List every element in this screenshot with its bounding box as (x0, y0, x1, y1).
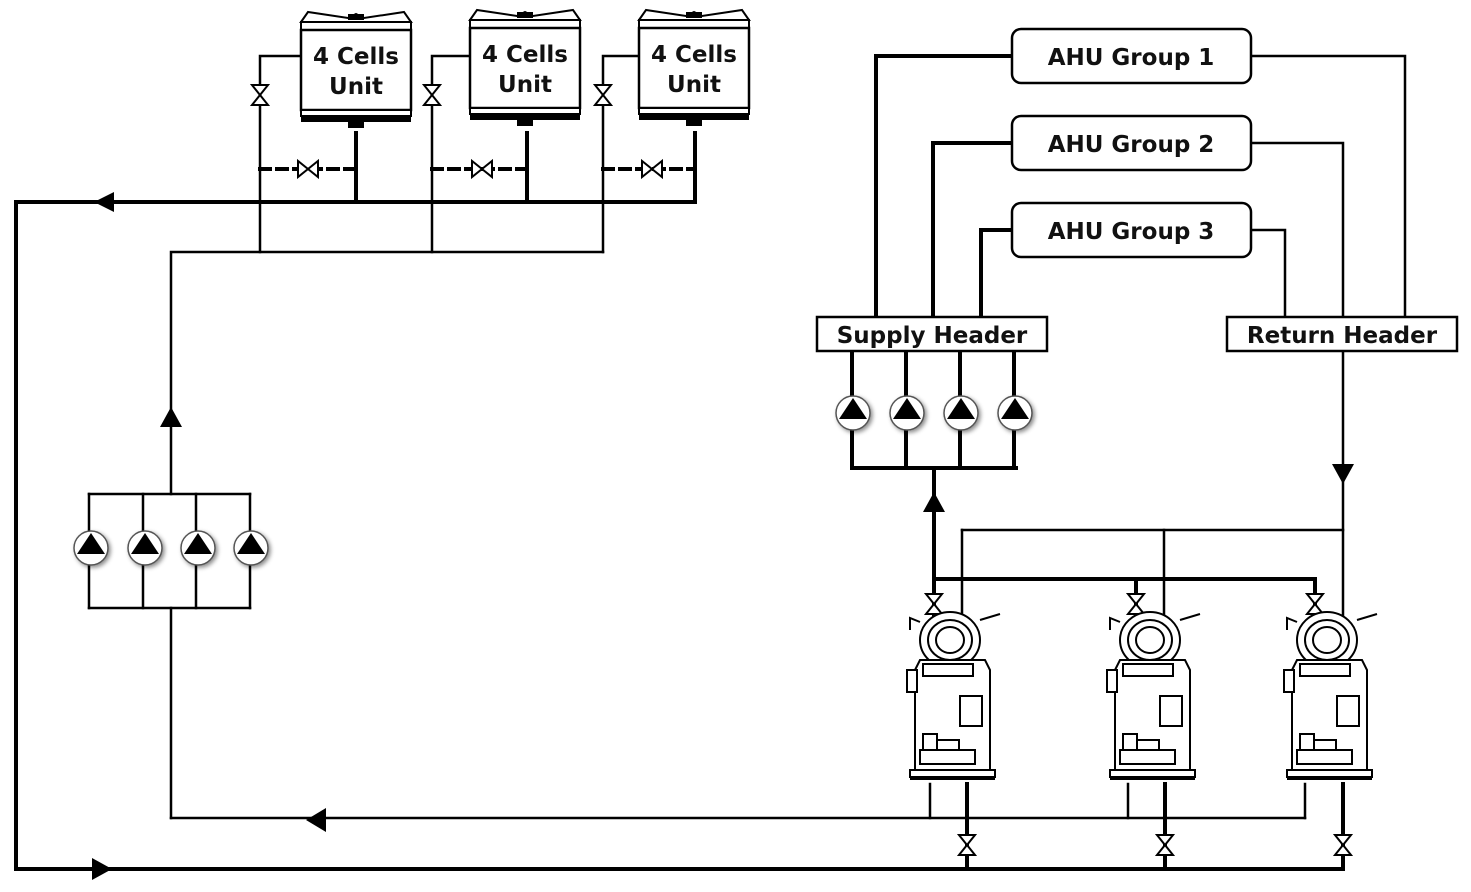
flow-arrow-up-icon (160, 407, 182, 427)
flow-arrow-left-icon (94, 192, 114, 212)
tower-3-label-line1: 4 Cells (651, 42, 737, 68)
supply-header-label: Supply Header (837, 323, 1028, 349)
ahu-group-2: AHU Group 2 (1010, 114, 1253, 172)
pump-icon (836, 396, 870, 430)
cooling-tower-3: 4 Cells Unit (637, 8, 751, 128)
ahu-group-1: AHU Group 1 (1010, 27, 1253, 85)
ahu-group-1-label: AHU Group 1 (1048, 45, 1215, 71)
chiller-icon (906, 611, 1001, 781)
valve-icon (423, 84, 441, 106)
valve-icon (958, 834, 976, 856)
cooling-tower-2: 4 Cells Unit (468, 8, 582, 128)
valve-icon (594, 84, 612, 106)
pump-icon (890, 396, 924, 430)
valve-icon (925, 593, 943, 615)
valve-icon (251, 84, 269, 106)
chiller-icon (1106, 611, 1201, 781)
cooling-tower-1: 4 Cells Unit (299, 10, 413, 130)
ahu-group-3-label: AHU Group 3 (1048, 219, 1215, 245)
valve-icon (471, 160, 493, 178)
tower-1-label-line1: 4 Cells (313, 44, 399, 70)
ahu-group-3: AHU Group 3 (1010, 201, 1253, 259)
flow-arrow-up-icon (923, 492, 945, 512)
valve-icon (1334, 834, 1352, 856)
supply-header: Supply Header (815, 315, 1049, 353)
valve-icon (1127, 593, 1145, 615)
pump-icon (944, 396, 978, 430)
valve-icon (1306, 593, 1324, 615)
valve-icon (1156, 834, 1174, 856)
chiller-icon (1283, 611, 1378, 781)
tower-2-label-line2: Unit (498, 72, 552, 98)
tower-2-label-line1: 4 Cells (482, 42, 568, 68)
pump-icon (181, 531, 215, 565)
pump-icon (998, 396, 1032, 430)
tower-3-label-line2: Unit (667, 72, 721, 98)
return-header-label: Return Header (1247, 323, 1438, 349)
return-header: Return Header (1225, 315, 1459, 353)
flow-arrow-down-icon (1332, 464, 1354, 484)
pump-icon (74, 531, 108, 565)
pump-icon (234, 531, 268, 565)
valve-icon (297, 160, 319, 178)
flow-arrow-left-icon (306, 808, 326, 832)
tower-1-label-line2: Unit (329, 74, 383, 100)
pump-icon (128, 531, 162, 565)
flow-arrow-right-icon (92, 858, 112, 880)
valve-icon (641, 160, 663, 178)
ahu-group-2-label: AHU Group 2 (1048, 132, 1215, 158)
